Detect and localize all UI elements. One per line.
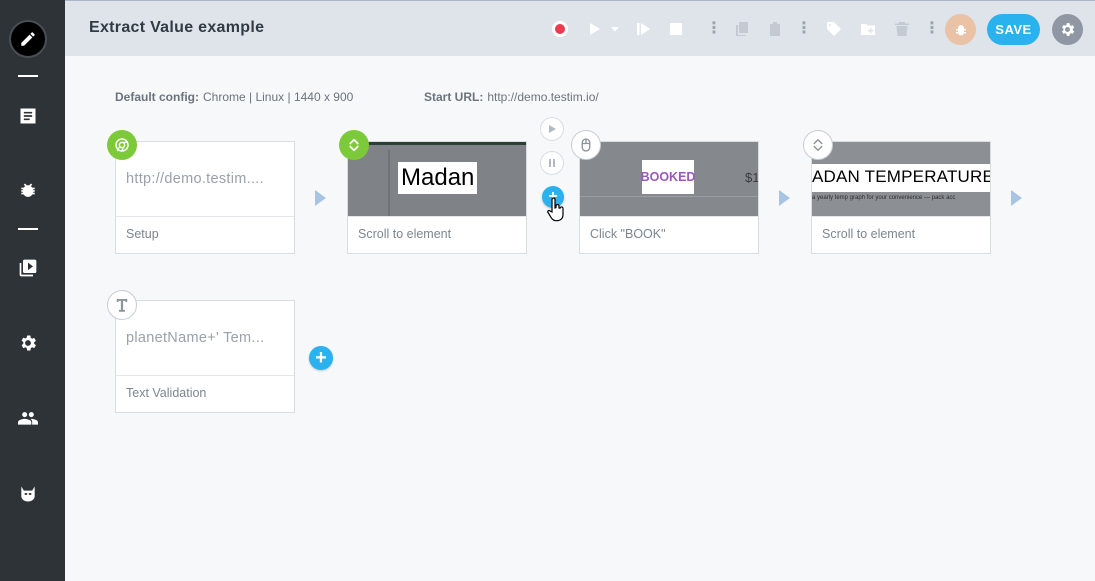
gear-icon xyxy=(21,335,36,351)
caret-down-icon xyxy=(611,27,619,32)
plus-icon: + xyxy=(548,188,558,205)
sidebar-item-team[interactable] xyxy=(16,406,40,430)
scroll-icon xyxy=(803,130,833,160)
add-step-button[interactable]: + xyxy=(309,346,333,370)
sidebar-item-settings[interactable] xyxy=(16,331,40,355)
step-forward-button[interactable] xyxy=(632,18,654,40)
step-card-click-book[interactable]: BOOKED $1 Click "BOOK" xyxy=(579,141,759,254)
sidebar-item-tests[interactable] xyxy=(16,104,40,128)
pause-here-button[interactable] xyxy=(540,151,564,175)
mouse-icon xyxy=(571,130,601,160)
step-forward-icon xyxy=(637,23,650,35)
step-card-text-validation[interactable]: planetName+' Tem... Text Validation xyxy=(115,300,295,413)
step-label: Scroll to element xyxy=(348,216,526,253)
sidebar-item-runs[interactable] xyxy=(16,256,40,280)
gear-icon xyxy=(1062,23,1075,36)
stop-button[interactable] xyxy=(665,18,687,40)
more-menu-3[interactable]: ⋮ xyxy=(921,18,943,40)
step-label: Click "BOOK" xyxy=(580,216,758,253)
step-card-scroll[interactable]: Madan Scroll to element xyxy=(347,141,527,254)
playlist-icon xyxy=(19,259,37,277)
default-config-value[interactable]: Chrome | Linux | 1440 x 900 xyxy=(203,90,354,104)
step-arrow xyxy=(1011,190,1022,206)
bug-icon xyxy=(21,183,35,197)
add-to-folder-button[interactable] xyxy=(857,18,879,40)
test-title[interactable]: Extract Value example xyxy=(89,19,265,36)
step-label: Setup xyxy=(116,216,294,253)
play-options-dropdown[interactable] xyxy=(608,18,622,40)
screenshot-subtext: a yearly temp graph for your convenience… xyxy=(812,195,956,201)
record-button[interactable] xyxy=(549,18,571,40)
paste-button[interactable] xyxy=(764,18,786,40)
copy-icon xyxy=(736,22,748,36)
sidebar-divider xyxy=(18,228,38,230)
start-url: Start URL:http://demo.testim.io/ xyxy=(424,90,599,104)
step-expression-text: planetName+' Tem... xyxy=(126,330,265,346)
copy-button[interactable] xyxy=(731,18,753,40)
vertical-dots-icon: ⋮ xyxy=(796,20,812,37)
screenshot-text: Madan xyxy=(398,162,478,194)
tag-icon xyxy=(827,22,841,36)
step-label: Text Validation xyxy=(116,375,294,412)
step-screenshot: ADAN TEMPERATURE a yearly temp graph for… xyxy=(812,142,990,216)
folder-plus-icon xyxy=(861,24,875,35)
sidebar-divider xyxy=(18,75,38,77)
start-url-label: Start URL: xyxy=(424,90,484,104)
list-icon xyxy=(20,108,36,124)
users-icon xyxy=(18,412,38,425)
step-card-scroll-temperature[interactable]: ADAN TEMPERATURE a yearly temp graph for… xyxy=(811,141,991,254)
left-sidebar xyxy=(0,0,65,581)
mask-icon xyxy=(21,486,35,502)
sidebar-item-profile[interactable] xyxy=(16,482,40,506)
stop-icon xyxy=(670,23,682,35)
test-settings-button[interactable] xyxy=(1052,14,1083,45)
step-screenshot: BOOKED $1 xyxy=(580,142,758,216)
tag-button[interactable] xyxy=(823,18,845,40)
step-screenshot: Madan xyxy=(348,142,526,216)
add-step-button[interactable]: + xyxy=(542,186,564,208)
start-url-value[interactable]: http://demo.testim.io/ xyxy=(487,90,599,104)
step-thumbnail: http://demo.testim.... xyxy=(116,142,294,216)
step-url-text: http://demo.testim.... xyxy=(126,171,264,187)
record-icon xyxy=(552,21,568,37)
play-icon xyxy=(590,23,600,35)
pencil-icon xyxy=(21,32,35,46)
step-card-setup[interactable]: http://demo.testim.... Setup xyxy=(115,141,295,254)
screenshot-heading: ADAN TEMPERATURE xyxy=(812,167,990,186)
booked-button-screenshot: BOOKED xyxy=(641,160,695,194)
editor-header: Extract Value example ⋮ ⋮ ⋮ SAVE xyxy=(65,0,1095,56)
avatar[interactable] xyxy=(945,14,976,45)
trash-icon xyxy=(895,22,909,36)
default-config: Default config: Chrome | Linux | 1440 x 9… xyxy=(115,90,353,104)
play-icon xyxy=(549,125,556,133)
chrome-icon xyxy=(107,130,137,160)
step-arrow xyxy=(315,190,326,206)
vertical-dots-icon: ⋮ xyxy=(924,20,940,37)
save-button[interactable]: SAVE xyxy=(987,14,1040,45)
play-from-here-button[interactable] xyxy=(540,117,564,141)
step-thumbnail: planetName+' Tem... xyxy=(116,301,294,375)
default-config-label: Default config: xyxy=(115,90,199,104)
clipboard-icon xyxy=(770,22,780,36)
scroll-icon xyxy=(339,130,369,160)
bug-icon xyxy=(955,24,966,35)
text-icon xyxy=(107,290,137,320)
price-text: $1 xyxy=(745,170,758,185)
hand-cursor-icon xyxy=(547,197,564,222)
step-arrow xyxy=(779,190,790,206)
plus-icon: + xyxy=(315,347,327,369)
play-button[interactable] xyxy=(583,18,605,40)
more-menu-1[interactable]: ⋮ xyxy=(703,18,725,40)
edit-mode-button[interactable] xyxy=(9,20,47,58)
sidebar-item-bugs[interactable] xyxy=(16,179,40,203)
more-menu-2[interactable]: ⋮ xyxy=(793,18,815,40)
delete-button[interactable] xyxy=(891,18,913,40)
step-label: Scroll to element xyxy=(812,216,990,253)
vertical-dots-icon: ⋮ xyxy=(706,20,722,37)
pause-icon xyxy=(549,159,555,167)
